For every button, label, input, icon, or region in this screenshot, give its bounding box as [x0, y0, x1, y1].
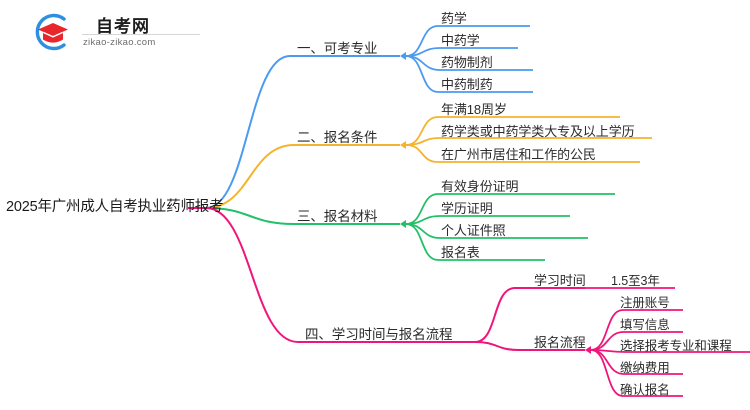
wire-b4-c1: [474, 287, 585, 343]
logo-name-cn: 自考网: [96, 17, 150, 36]
branch-4-child-2-grandchild-4[interactable]: 缴纳费用: [620, 361, 670, 375]
branch-4-child-1[interactable]: 学习时间: [534, 273, 586, 288]
wire-arrow-branch-1: [400, 52, 406, 60]
branch-2-child-2[interactable]: 药学类或中药学类大专及以上学历: [441, 124, 635, 139]
wire-root-branch-2: [205, 144, 400, 209]
branch-4-child-2-grandchild-5[interactable]: 确认报名: [620, 383, 670, 397]
branch-1-child-1[interactable]: 药学: [441, 11, 467, 26]
branch-4-child-2-grandchild-1[interactable]: 注册账号: [620, 296, 670, 310]
branch-1-child-3[interactable]: 药物制剂: [441, 55, 493, 70]
branch-4-child-1-grandchild-1[interactable]: 1.5至3年: [611, 274, 660, 288]
mindmap-root-node[interactable]: 2025年广州成人自考执业药师报考: [6, 199, 224, 215]
branch-node-2[interactable]: 二、报名条件: [297, 130, 378, 145]
branch-3-child-2[interactable]: 学历证明: [441, 201, 493, 216]
branch-node-3[interactable]: 三、报名材料: [297, 209, 378, 224]
branch-node-1[interactable]: 一、可考专业: [297, 41, 378, 56]
branch-3-child-3[interactable]: 个人证件照: [441, 223, 506, 238]
branch-1-child-4[interactable]: 中药制药: [441, 77, 493, 92]
graduation-cap-icon: [35, 13, 68, 51]
wire-root-branch-4: [205, 207, 475, 343]
wire-b3-c1: [405, 193, 615, 225]
wire-arrow-branch-3: [400, 220, 406, 228]
branch-4-child-2[interactable]: 报名流程: [534, 335, 586, 350]
logo-url: zikao-zikao.com: [83, 37, 156, 48]
branch-4-child-2-grandchild-2[interactable]: 填写信息: [620, 318, 670, 332]
logo-wordmark: 自考网 zikao-zikao.com: [82, 12, 202, 52]
logo-divider: [82, 34, 200, 35]
wire-arrow-branch-2: [400, 141, 406, 149]
branch-1-child-2[interactable]: 中药学: [441, 33, 480, 48]
site-logo: 自考网 zikao-zikao.com: [30, 10, 205, 54]
branch-3-child-4[interactable]: 报名表: [441, 245, 480, 260]
branch-2-child-1[interactable]: 年满18周岁: [441, 102, 507, 117]
branch-2-child-3[interactable]: 在广州市居住和工作的公民: [441, 147, 596, 162]
branch-4-child-2-grandchild-3[interactable]: 选择报考专业和课程: [620, 339, 732, 353]
branch-node-4[interactable]: 四、学习时间与报名流程: [305, 327, 453, 342]
branch-3-child-1[interactable]: 有效身份证明: [441, 179, 519, 194]
wire-b2-c2: [405, 137, 652, 146]
